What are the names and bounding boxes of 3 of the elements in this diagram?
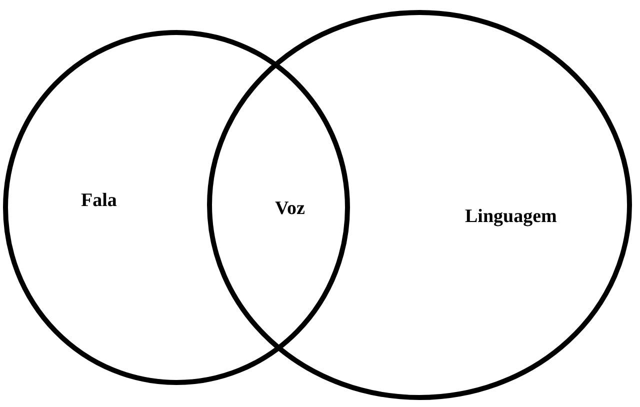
circle-label: Linguagem (465, 206, 557, 228)
overlap-label: Voz (275, 198, 305, 220)
circle-label: Fala (81, 190, 117, 212)
